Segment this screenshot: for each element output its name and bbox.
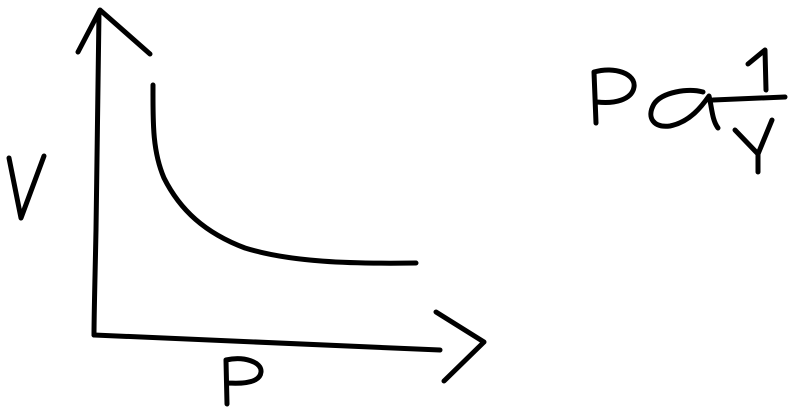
x-axis	[91, 309, 487, 384]
x-axis-line	[91, 332, 443, 353]
relation-denominator-glyph	[732, 117, 775, 175]
y-axis	[75, 7, 153, 338]
relation-alpha-glyph	[648, 88, 721, 131]
y-axis-line	[91, 9, 102, 338]
pv-curve	[150, 82, 419, 266]
x-axis-label-glyph	[223, 356, 264, 407]
y-axis-label-glyph	[6, 153, 47, 221]
relation-numerator-glyph	[745, 47, 769, 93]
relation-formula	[591, 47, 788, 175]
relation-p-glyph	[591, 67, 637, 126]
relation-fraction-bar	[710, 94, 788, 103]
x-axis-arrowhead	[433, 309, 487, 384]
y-axis-arrowhead	[75, 7, 153, 57]
